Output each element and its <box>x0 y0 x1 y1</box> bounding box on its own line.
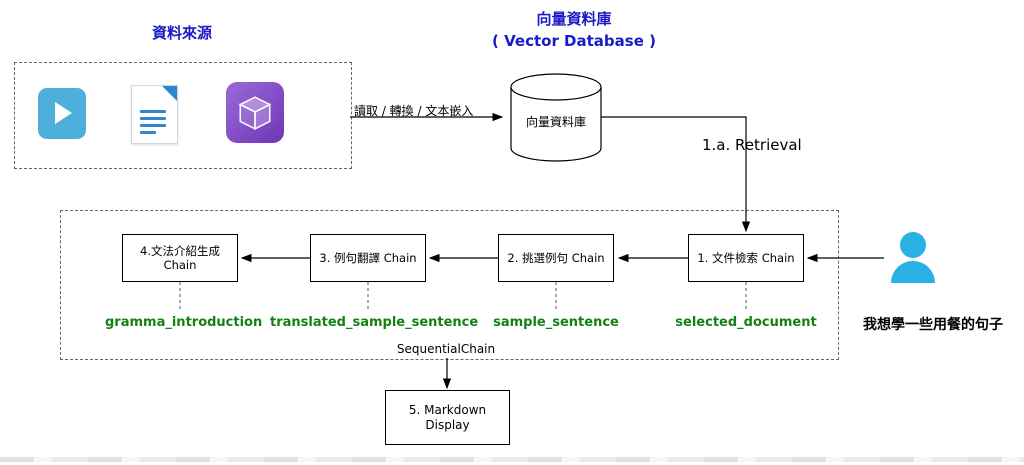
chain-box-step2-label: 2. 挑選例句 Chain <box>507 250 605 265</box>
ingest-arrow-label: 讀取 / 轉換 / 文本嵌入 <box>354 104 474 118</box>
output-label-sample-sentence: sample_sentence <box>493 315 619 330</box>
markdown-display-box: 5. Markdown Display <box>385 390 510 445</box>
vector-db-title-line1: 向量資料庫 <box>536 10 612 28</box>
page-fold-icon <box>162 86 177 101</box>
data-source-title: 資料來源 <box>151 24 212 42</box>
chain-box-step2: 2. 挑選例句 Chain <box>498 234 614 282</box>
document-icon <box>131 85 178 144</box>
chain-box-step4-label: 4.文法介紹生成 Chain <box>140 243 220 272</box>
data-source-group-box <box>14 62 352 169</box>
play-triangle-icon <box>55 102 72 124</box>
cube-glyph-icon <box>238 95 272 130</box>
chain-box-step3-label: 3. 例句翻譯 Chain <box>319 250 417 265</box>
sequential-chain-group-box <box>60 210 839 360</box>
output-label-translated-sample-sentence: translated_sample_sentence <box>270 315 479 330</box>
chain-box-step3: 3. 例句翻譯 Chain <box>310 234 426 282</box>
video-icon <box>38 88 86 139</box>
cube-icon <box>226 82 284 143</box>
output-connector-lines <box>179 282 747 312</box>
chain-box-step1-label: 1. 文件檢索 Chain <box>697 250 795 265</box>
sequential-chain-label: SequentialChain <box>396 342 496 356</box>
user-icon <box>891 232 935 284</box>
retrieval-label: 1.a. Retrieval <box>702 136 802 154</box>
page-edge-artifact <box>0 457 1024 462</box>
output-label-selected-document: selected_document <box>675 315 817 330</box>
markdown-display-label: 5. Markdown Display <box>408 402 487 432</box>
vector-db-title-line2: ( Vector Database ) <box>492 32 656 50</box>
cylinder-label: 向量資料庫 <box>525 115 586 129</box>
chain-box-step4: 4.文法介紹生成 Chain <box>122 234 238 282</box>
chain-box-step1: 1. 文件檢索 Chain <box>688 234 804 282</box>
output-label-gramma-introduction: gramma_introduction <box>105 315 263 330</box>
retrieval-connector <box>601 116 751 233</box>
database-cylinder-icon <box>510 73 602 162</box>
user-query-text: 我想學一些用餐的句子 <box>863 317 1003 333</box>
